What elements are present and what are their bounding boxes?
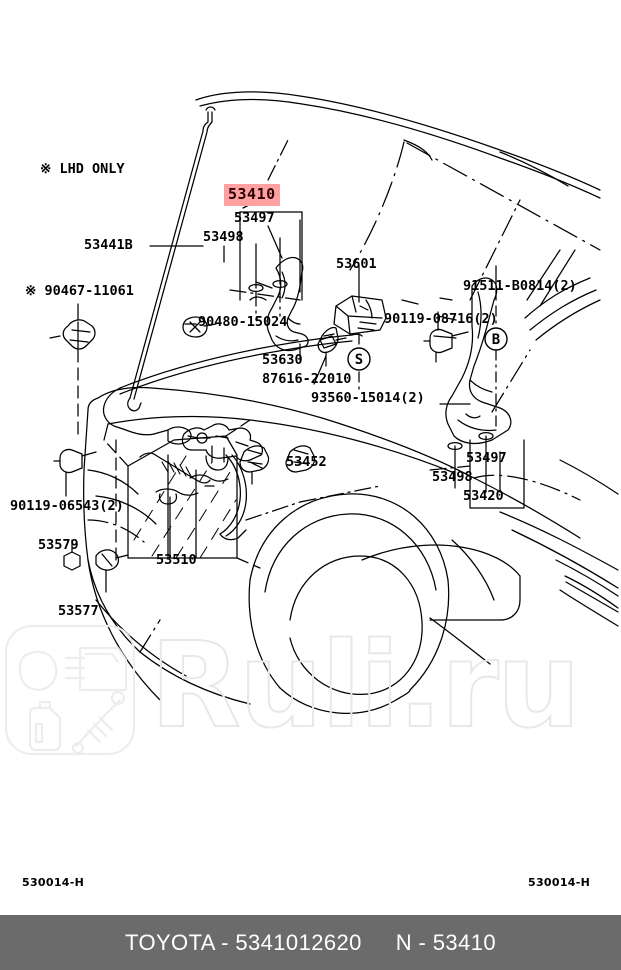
callout-53497-right[interactable]: 53497 — [466, 450, 507, 466]
callout-90119-06543[interactable]: 90119-06543(2) — [10, 498, 124, 514]
callout-90480-15024[interactable]: 90480-15024 — [198, 314, 288, 330]
footer-bar: TOYOTA - 5341012620 N - 53410 — [0, 915, 621, 970]
callout-53577[interactable]: 53577 — [58, 603, 99, 619]
callout-53441B[interactable]: 53441B — [84, 237, 133, 253]
callout-53420[interactable]: 53420 — [463, 488, 504, 504]
footer-illustration-number: N - 53410 — [395, 929, 496, 955]
callout-53452[interactable]: 53452 — [286, 454, 327, 470]
callout-53498-right[interactable]: 53498 — [432, 469, 473, 485]
reference-markers: S B — [347, 327, 508, 371]
svg-text:B: B — [492, 332, 500, 348]
marker-b-icon: B — [484, 327, 508, 351]
callout-53410[interactable]: 53410 — [224, 184, 280, 206]
callout-87616-22010[interactable]: 87616-22010 — [262, 371, 352, 387]
footer-part-number: TOYOTA - 5341012620 — [125, 929, 362, 955]
callout-90467-11061[interactable]: ※ 90467-11061 — [25, 283, 134, 299]
svg-text:S: S — [355, 352, 363, 368]
callout-53498-top[interactable]: 53498 — [203, 229, 244, 245]
callout-90119-08716[interactable]: 90119-08716(2) — [384, 311, 498, 327]
corner-code-left: 530014-H — [22, 876, 85, 889]
callout-53510[interactable]: 53510 — [156, 552, 197, 568]
marker-s-icon: S — [347, 347, 371, 371]
callout-53601[interactable]: 53601 — [336, 256, 377, 272]
callout-53497-top[interactable]: 53497 — [234, 210, 275, 226]
corner-code-right: 530014-H — [528, 876, 591, 889]
callout-93560-15014[interactable]: 93560-15014(2) — [311, 390, 425, 406]
note-lhd-only: ※ LHD ONLY — [40, 161, 125, 177]
callout-53630[interactable]: 53630 — [262, 352, 303, 368]
callout-91511-B0814[interactable]: 91511-B0814(2) — [463, 278, 577, 294]
callout-53579[interactable]: 53579 — [38, 537, 79, 553]
